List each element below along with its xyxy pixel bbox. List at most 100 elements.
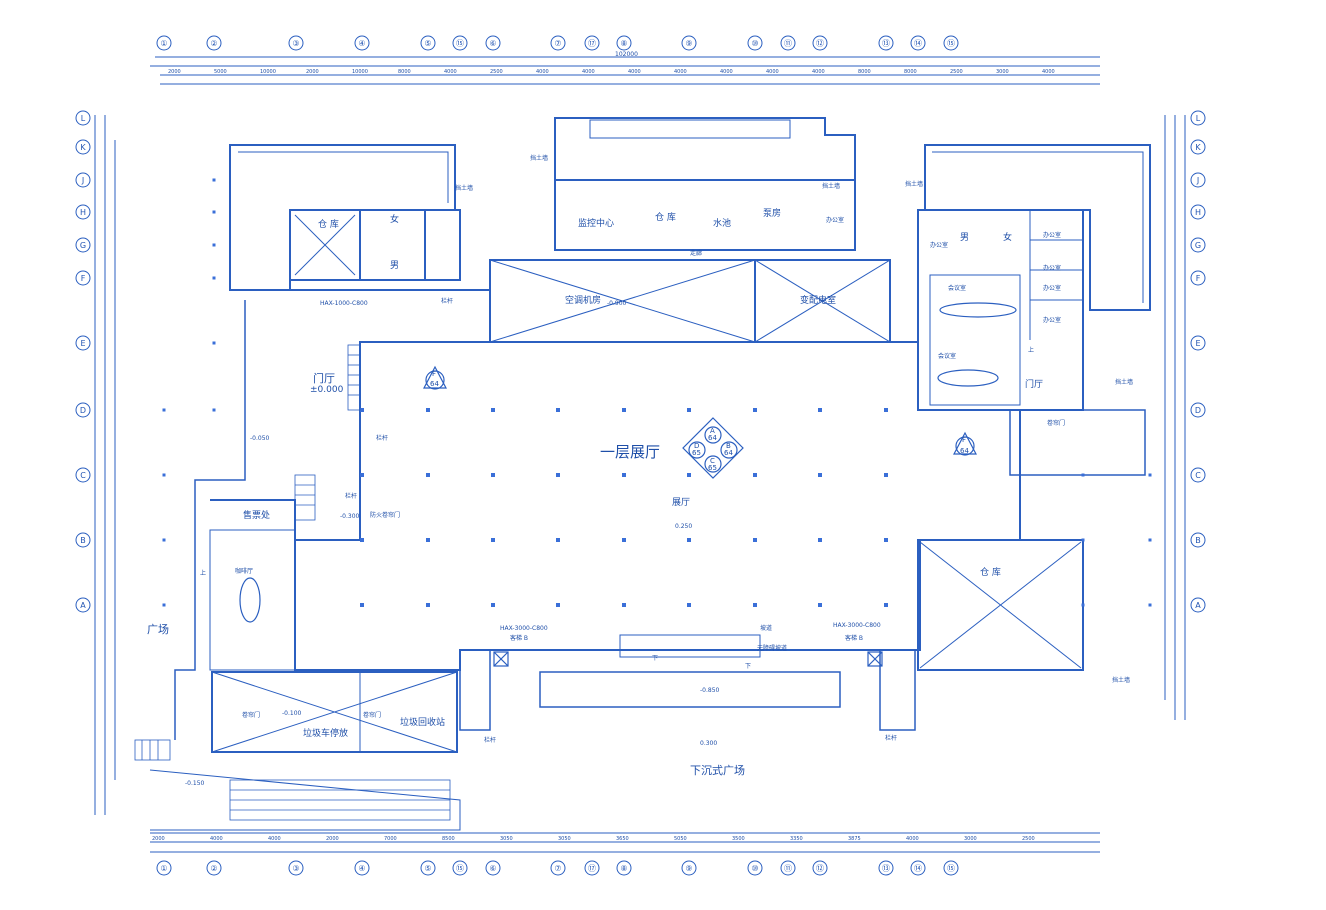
railing-1: 栏杆 bbox=[441, 297, 453, 305]
conference-table-icon bbox=[239, 577, 261, 623]
grid-bubble-right-3-label: H bbox=[1195, 208, 1201, 217]
column-icon bbox=[622, 408, 626, 412]
column-icon bbox=[426, 408, 430, 412]
column-icon bbox=[491, 603, 495, 607]
office-5-label: 办公室 bbox=[1043, 284, 1061, 292]
bottom-dim-13: 4000 bbox=[906, 836, 919, 842]
grid-bubble-right-2-label: J bbox=[1196, 176, 1199, 185]
grid-bubble-top-6 bbox=[485, 35, 501, 51]
column-icon bbox=[212, 276, 216, 280]
level-fire: -0.300 bbox=[340, 513, 360, 520]
ramp-outline bbox=[149, 769, 461, 831]
marker-f-a-num: 64 bbox=[430, 380, 439, 388]
top-stair bbox=[589, 119, 791, 139]
lobby-right-label: 门厅 bbox=[1025, 378, 1043, 390]
grid-bubble-bottom-15 bbox=[910, 860, 926, 876]
entrance-steps bbox=[619, 634, 761, 658]
column-icon bbox=[162, 603, 166, 607]
grid-bubble-top-4 bbox=[420, 35, 436, 51]
grid-bubble-bottom-2 bbox=[288, 860, 304, 876]
exhibition-hall-label: 一层展厅 bbox=[600, 443, 660, 461]
stair-icon bbox=[229, 779, 451, 821]
column-icon bbox=[1148, 473, 1152, 477]
meeting-2-label: 会议室 bbox=[938, 352, 956, 360]
storage-c-label: 仓 库 bbox=[980, 566, 1001, 578]
top-dim-3: 2000 bbox=[306, 69, 319, 75]
top-dim-13: 4000 bbox=[766, 69, 779, 75]
grid-bubble-top-12 bbox=[780, 35, 796, 51]
marker-center-top: A bbox=[710, 427, 715, 435]
column-icon bbox=[753, 538, 757, 542]
stair-icon bbox=[347, 344, 361, 411]
level-ac: -0.900 bbox=[607, 300, 627, 307]
column-icon bbox=[212, 408, 216, 412]
grid-bubble-bottom-15-label: ⑭ bbox=[914, 864, 922, 873]
meeting-block bbox=[929, 274, 1021, 406]
grid-bubble-left-1-label: K bbox=[80, 143, 86, 152]
column-icon bbox=[162, 408, 166, 412]
top-dim-6: 4000 bbox=[444, 69, 457, 75]
top-dim-10: 4000 bbox=[628, 69, 641, 75]
column-icon bbox=[1148, 603, 1152, 607]
level-entrance: -0.850 bbox=[700, 687, 720, 694]
grid-bubble-right-3 bbox=[1190, 204, 1206, 220]
grid-bubble-left-4 bbox=[75, 237, 91, 253]
water-pool-label: 水池 bbox=[713, 217, 731, 229]
slope-label: 坡道 bbox=[760, 624, 772, 632]
railing-5: 栏杆 bbox=[885, 734, 897, 742]
elevator-a-label: HAX-3000-C800 bbox=[500, 625, 548, 632]
grid-bubble-left-10-label: A bbox=[80, 601, 86, 610]
column-icon bbox=[360, 408, 364, 412]
bottom-dim-7: 3050 bbox=[558, 836, 571, 842]
column-icon bbox=[360, 473, 364, 477]
fire-door-label: 防火卷帘门 bbox=[370, 511, 400, 519]
grid-bubble-top-8-label: ⑰ bbox=[588, 39, 596, 48]
grid-bubble-top-15-label: ⑭ bbox=[914, 39, 922, 48]
conference-table-icon bbox=[937, 369, 999, 387]
grid-bubble-bottom-5 bbox=[452, 860, 468, 876]
grid-bubble-left-8 bbox=[75, 467, 91, 483]
column-icon bbox=[556, 473, 560, 477]
rs-cross-b bbox=[919, 541, 1082, 669]
top-dim-2: 10000 bbox=[260, 69, 276, 75]
bottom-dim-15: 2500 bbox=[1022, 836, 1035, 842]
bottom-dim-5: 8500 bbox=[442, 836, 455, 842]
down-arrow-1: 下 bbox=[652, 655, 658, 662]
grid-bubble-left-0 bbox=[75, 110, 91, 126]
elevator-shaft-right bbox=[879, 649, 916, 731]
grid-bubble-left-10 bbox=[75, 597, 91, 613]
column-icon bbox=[162, 473, 166, 477]
marker-f-b: F bbox=[962, 436, 966, 444]
grid-bubble-top-9 bbox=[616, 35, 632, 51]
bottom-dim-4: 7000 bbox=[384, 836, 397, 842]
column-icon bbox=[753, 603, 757, 607]
section-marker-icon bbox=[682, 417, 744, 479]
office-2-label: 办公室 bbox=[930, 241, 948, 249]
grid-bubble-top-11-label: ⑩ bbox=[751, 39, 758, 48]
retaining-wall-1: 挡土墙 bbox=[530, 154, 548, 162]
bottom-dim-10: 3500 bbox=[732, 836, 745, 842]
conference-table-icon bbox=[939, 302, 1017, 318]
office-6-label: 办公室 bbox=[1043, 316, 1061, 324]
bottom-dim-3: 2000 bbox=[326, 836, 339, 842]
grid-bubble-left-6 bbox=[75, 335, 91, 351]
column-icon bbox=[426, 603, 430, 607]
column-icon bbox=[687, 408, 691, 412]
grid-bubble-top-13 bbox=[812, 35, 828, 51]
grid-bubble-left-5-label: F bbox=[81, 274, 86, 283]
grid-bubble-top-5 bbox=[452, 35, 468, 51]
marker-center-left-num: 65 bbox=[692, 449, 701, 457]
grid-bubble-right-10-label: A bbox=[1195, 601, 1201, 610]
grid-bubble-top-10 bbox=[681, 35, 697, 51]
level-sunken: 0.300 bbox=[700, 740, 717, 747]
lobby-left-label: 门厅 bbox=[313, 371, 335, 385]
bottom-dim-14: 3000 bbox=[964, 836, 977, 842]
grid-bubble-bottom-12 bbox=[780, 860, 796, 876]
grid-bubble-bottom-14 bbox=[878, 860, 894, 876]
column-icon bbox=[556, 603, 560, 607]
section-marker-icon bbox=[423, 365, 447, 390]
grid-bubble-top-9-label: ⑧ bbox=[620, 39, 627, 48]
